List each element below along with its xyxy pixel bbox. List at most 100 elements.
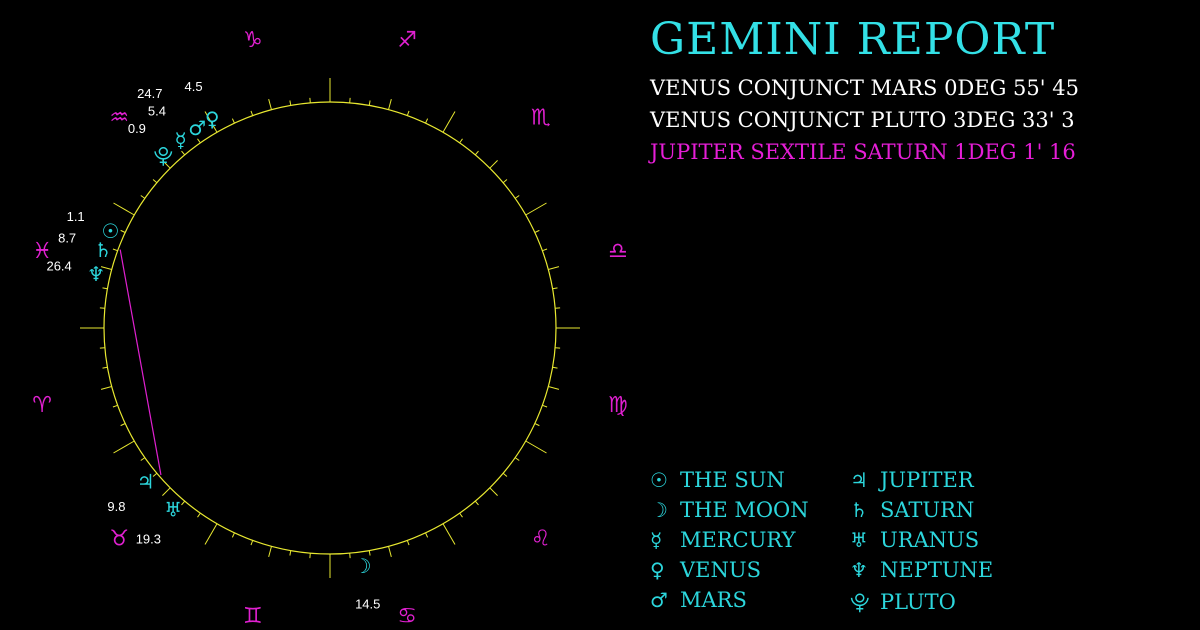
tick-mark (425, 118, 429, 124)
legend-mercury: ☿MERCURY (650, 528, 796, 552)
tick-mark (113, 440, 135, 454)
tick-mark (120, 423, 126, 427)
legend-mars: ♂MARS (650, 588, 747, 612)
neptune-icon: ♆ (850, 558, 868, 582)
tick-mark (268, 546, 272, 558)
capricorn-sign-icon: ♑ (243, 28, 263, 53)
mercury-degree-label: 5.4 (148, 103, 166, 118)
tick-mark (140, 457, 146, 461)
tick-mark (102, 287, 108, 290)
legend-uranus: ♅URANUS (850, 528, 980, 552)
mercury-icon: ☿ (650, 528, 663, 552)
uranus-icon: ♅ (164, 498, 182, 522)
saturn-icon: ♄ (94, 238, 112, 262)
tick-mark (100, 386, 112, 390)
tick-mark (197, 138, 201, 144)
tick-mark (489, 160, 498, 169)
jupiter-degree-label: 9.8 (107, 499, 125, 514)
tick-mark (459, 512, 463, 518)
venus-icon: ♀ (205, 107, 220, 131)
leo-sign-icon: ♌ (531, 527, 551, 552)
aspect-venus-mars: VENUS CONJUNCT MARS 0DEG 55' 45 (650, 76, 1079, 100)
tick-mark (525, 202, 547, 216)
tick-mark (113, 202, 135, 216)
mercury-icon: ☿ (174, 128, 186, 152)
tick-mark (231, 118, 235, 124)
tick-mark (548, 386, 560, 390)
moon-icon: ☽ (650, 498, 668, 522)
legend-pluto: ⯓PLUTO (850, 588, 956, 622)
taurus-sign-icon: ♉ (109, 527, 129, 552)
tick-mark (514, 457, 520, 461)
tick-mark (181, 500, 186, 506)
aries-sign-icon: ♈ (32, 393, 52, 418)
tick-mark (442, 111, 456, 133)
legend-jupiter: ♃JUPITER (850, 468, 974, 492)
tick-mark (250, 110, 254, 116)
tick-mark (368, 100, 371, 106)
zodiac-tick-marks (80, 78, 580, 578)
moon-degree-label: 14.5 (355, 596, 380, 611)
tick-mark (442, 523, 456, 545)
pisces-sign-icon: ♓ (32, 239, 52, 264)
legend-neptune: ♆NEPTUNE (850, 558, 994, 582)
tick-mark (388, 546, 392, 558)
pluto-degree-label: 0.9 (128, 121, 146, 136)
neptune-icon: ♆ (87, 262, 105, 286)
sun-icon: ☉ (650, 468, 668, 492)
gemini-sign-icon: ♊ (243, 604, 263, 629)
aspect-jupiter-saturn: JUPITER SEXTILE SATURN 1DEG 1' 16 (650, 140, 1076, 164)
legend-saturn: ♄SATURN (850, 498, 975, 522)
tick-mark (289, 550, 292, 556)
zodiac-signs: ♈♉♊♋♌♍♎♏♐♑♒♓ (32, 28, 627, 629)
venus-degree-label: 4.5 (184, 79, 202, 94)
tick-mark (388, 98, 392, 110)
tick-mark (552, 287, 558, 290)
tick-mark (552, 366, 558, 369)
sun-icon: ☉ (101, 219, 119, 243)
tick-mark (120, 229, 126, 233)
zodiac-circle (103, 101, 557, 555)
tick-mark (162, 160, 171, 169)
aspect-line-jupiter-saturn (119, 249, 162, 476)
tick-mark (231, 532, 235, 538)
tick-mark (489, 487, 498, 496)
uranus-degree-label: 19.3 (136, 531, 161, 546)
tick-mark (152, 179, 158, 184)
tick-mark (542, 248, 548, 252)
tick-mark (268, 98, 272, 110)
tick-mark (162, 487, 171, 496)
tick-mark (514, 195, 520, 199)
legend-venus: ♀VENUS (650, 558, 761, 582)
saturn-degree-label: 8.7 (58, 230, 76, 245)
aquarius-sign-icon: ♒ (109, 105, 129, 130)
planet-markers: ☉ 1.1 ☽ 14.5 ☿ 5.4 ♀4.5 ♂ ♃ 9.8 ♄ 8.7 ♅19.3 ♆ 26.4 ⯓ 0.9… (46, 79, 380, 612)
legend-moon: ☽THE MOON (650, 498, 809, 522)
mars-icon: ♂ (188, 116, 206, 140)
neptune-degree-label: 26.4 (46, 258, 71, 273)
venus-icon: ♀ (650, 558, 665, 582)
mars-icon: ♂ (650, 588, 668, 612)
tick-mark (425, 532, 429, 538)
scorpio-sign-icon: ♏ (531, 105, 551, 130)
aquarius-degree-label: 24.7 (137, 86, 162, 101)
virgo-sign-icon: ♍ (608, 393, 628, 418)
tick-mark (502, 179, 508, 184)
uranus-icon: ♅ (850, 528, 868, 552)
jupiter-icon: ♃ (137, 470, 155, 494)
chart-wheel: ♈♉♊♋♌♍♎♏♐♑♒♓ ☉1.1☽14.5☿5.4♀4.5♂♃9.8♄8.7♅… (32, 28, 627, 629)
tick-mark (197, 512, 201, 518)
jupiter-icon: ♃ (850, 468, 868, 492)
tick-mark (204, 523, 218, 545)
tick-mark (534, 229, 540, 233)
tick-mark (289, 100, 292, 106)
sun-degree-label: 1.1 (67, 209, 85, 224)
aspect-venus-pluto: VENUS CONJUNCT PLUTO 3DEG 33' 3 (650, 108, 1075, 132)
moon-icon: ☽ (354, 554, 372, 578)
tick-mark (140, 195, 146, 199)
pluto-icon: ⯓ (154, 143, 174, 167)
tick-mark (459, 138, 463, 144)
tick-mark (548, 266, 560, 270)
tick-mark (250, 540, 254, 546)
tick-mark (181, 150, 186, 156)
